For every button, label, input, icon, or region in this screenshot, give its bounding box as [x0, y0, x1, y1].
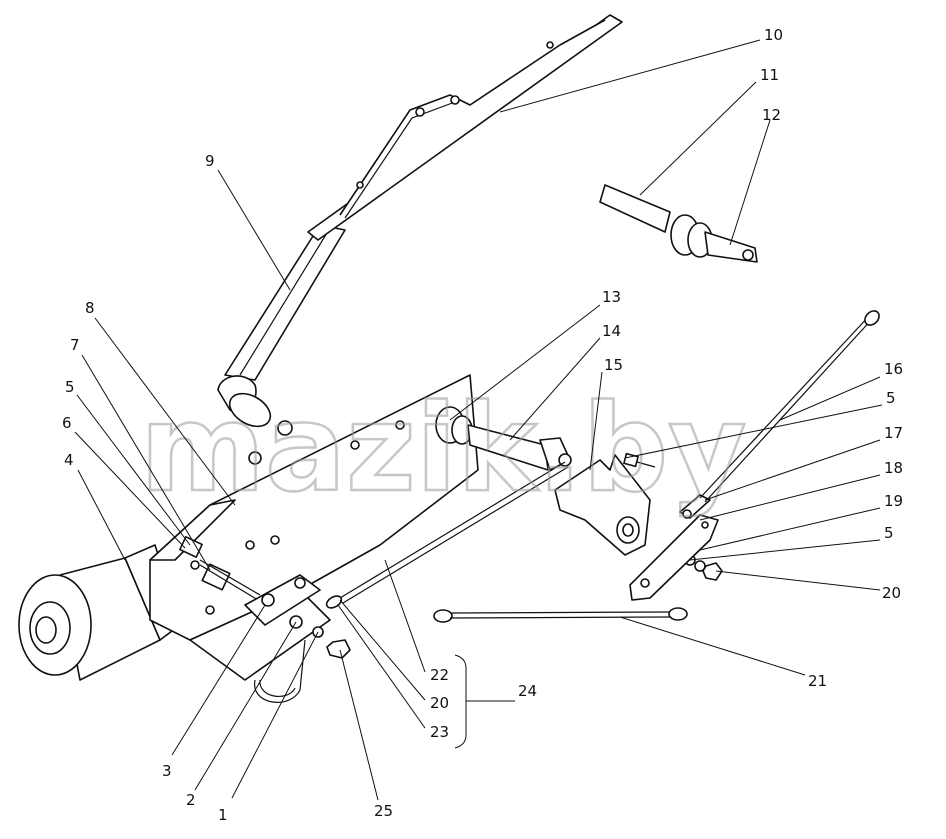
spindle-nuts — [179, 536, 261, 601]
label-5-left: 5 — [65, 378, 75, 396]
label-25: 25 — [374, 802, 393, 820]
watermark: mazik.by — [140, 380, 747, 519]
support-bracket — [554, 454, 651, 556]
label-4: 4 — [64, 451, 74, 469]
label-9: 9 — [205, 152, 215, 170]
label-20-bottom: 20 — [430, 694, 449, 712]
label-17: 17 — [884, 424, 903, 442]
mounting-strip — [629, 514, 719, 601]
spindle-center — [435, 406, 572, 471]
label-7: 7 — [70, 336, 80, 354]
link-rod-lower — [433, 607, 688, 623]
label-13: 13 — [602, 288, 621, 306]
label-12: 12 — [762, 106, 781, 124]
label-2: 2 — [186, 791, 196, 809]
callout-labels: 3 2 1 4 5 6 7 8 9 10 11 12 13 14 15 16 5… — [62, 26, 903, 824]
label-8: 8 — [85, 299, 95, 317]
label-5-right-bottom: 5 — [884, 524, 894, 542]
label-10: 10 — [764, 26, 783, 44]
mounting-plate — [149, 374, 479, 681]
label-20-right: 20 — [882, 584, 901, 602]
label-1-3: 3 — [162, 762, 172, 780]
link-rod-center — [325, 461, 569, 609]
label-14: 14 — [602, 322, 621, 340]
label-22: 22 — [430, 666, 449, 684]
leader-lines — [74, 39, 883, 801]
label-21: 21 — [808, 672, 827, 690]
label-19: 19 — [884, 492, 903, 510]
label-16: 16 — [884, 360, 903, 378]
spindle-right — [599, 184, 758, 263]
wiper-blade — [307, 14, 623, 241]
label-15: 15 — [604, 356, 623, 374]
label-5-right-top: 5 — [886, 389, 896, 407]
label-6: 6 — [62, 414, 72, 432]
label-24: 24 — [518, 682, 537, 700]
crank-lever — [244, 574, 351, 703]
label-11: 11 — [760, 66, 779, 84]
label-1: 1 — [218, 806, 228, 824]
link-rod-upper — [679, 310, 880, 519]
label-23: 23 — [430, 723, 449, 741]
wiper-arm-left — [217, 224, 346, 465]
label-18: 18 — [884, 459, 903, 477]
